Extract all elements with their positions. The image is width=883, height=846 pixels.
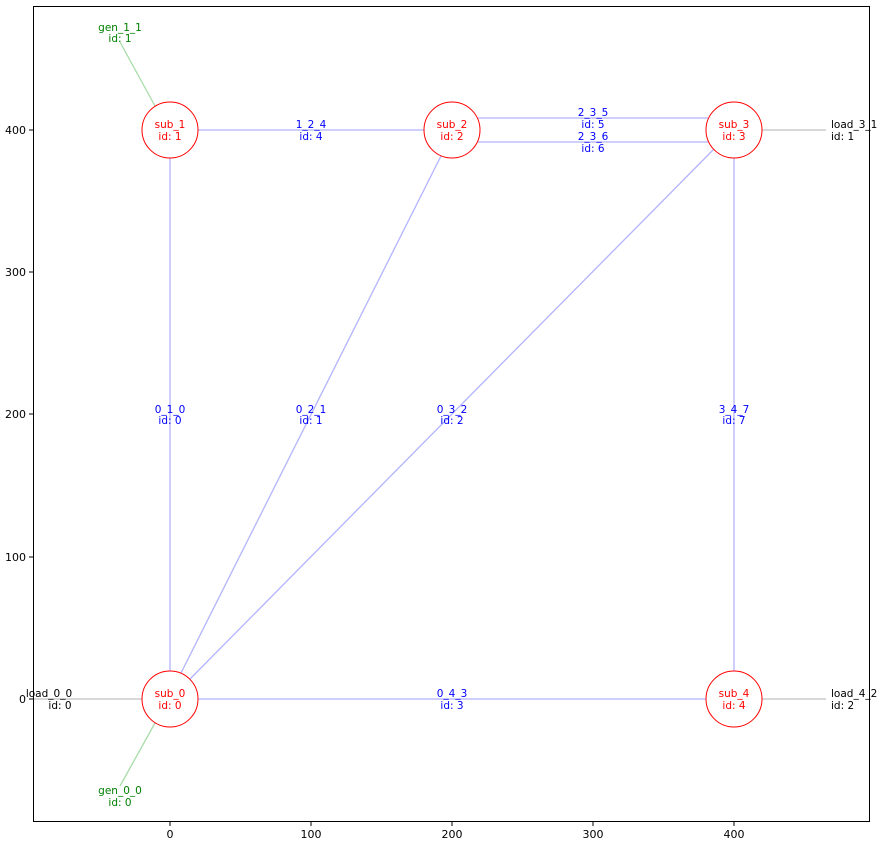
load-id: id: 0 [48, 700, 71, 712]
x-tick-label: 400 [724, 828, 745, 841]
y-tick-label: 400 [5, 124, 26, 137]
load-id: id: 1 [831, 131, 854, 143]
line-name: 0_1_0 [155, 404, 186, 416]
substation-name: sub_0 [155, 688, 186, 700]
substation-sub_4 [705, 670, 763, 728]
generator-name: gen_0_0 [98, 785, 142, 797]
y-axis: 0 100 200 300 400 [5, 124, 33, 706]
generator-name: gen_1_1 [98, 22, 142, 34]
substation-sub_0 [141, 670, 199, 728]
y-tick-label: 0 [19, 693, 26, 706]
plot-frame [33, 6, 870, 822]
substation-sub_1 [141, 101, 199, 159]
load-name: load_0_0 [26, 688, 72, 700]
line-name: 0_2_1 [296, 404, 327, 416]
line-name: 3_4_7 [719, 404, 750, 416]
substation-id: id: 2 [440, 131, 463, 143]
gen-connector-gen_1_1 [119, 41, 156, 107]
substation-sub_2 [423, 101, 481, 159]
generator-labels: gen_1_1 id: 1 gen_0_0 id: 0 [98, 22, 142, 809]
x-tick-label: 200 [442, 828, 463, 841]
y-tick-label: 200 [5, 408, 26, 421]
gen-connector-gen_0_0 [119, 722, 156, 787]
load-name: load_4_2 [831, 688, 877, 700]
y-tick-label: 100 [5, 551, 26, 564]
generator-id: id: 0 [108, 797, 131, 809]
substation-name: sub_2 [437, 119, 468, 131]
substation-id: id: 4 [722, 700, 745, 712]
substation-id: id: 0 [158, 700, 181, 712]
x-tick-label: 300 [583, 828, 604, 841]
line-0_2_1 [180, 155, 442, 674]
x-axis: 0 100 200 300 400 [167, 822, 745, 841]
line-0_3_2 [189, 148, 715, 680]
substation-id: id: 1 [158, 131, 181, 143]
line-id: id: 2 [440, 415, 463, 427]
substation-labels: sub_0 id: 0 sub_1 id: 1 sub_2 id: 2 sub_… [155, 119, 750, 712]
substation-name: sub_1 [155, 119, 186, 131]
line-id: id: 7 [722, 415, 745, 427]
substation-name: sub_4 [719, 688, 750, 700]
load-name: load_3_1 [831, 119, 877, 131]
line-labels: 0_1_0 id: 0 0_2_1 id: 1 0_3_2 id: 2 0_4_… [155, 107, 750, 712]
generator-id: id: 1 [108, 33, 131, 45]
y-tick-label: 300 [5, 266, 26, 279]
line-id: id: 3 [440, 700, 463, 712]
substations [141, 101, 763, 728]
line-name: 2_3_6 [578, 131, 609, 143]
line-id: id: 4 [299, 131, 322, 143]
substation-name: sub_3 [719, 119, 750, 131]
load-id: id: 2 [831, 700, 854, 712]
line-name: 0_4_3 [437, 688, 468, 700]
power-lines [169, 117, 735, 700]
line-name: 1_2_4 [296, 119, 327, 131]
x-tick-label: 100 [301, 828, 322, 841]
x-tick-label: 0 [167, 828, 174, 841]
line-id: id: 6 [581, 143, 604, 155]
load-connectors [34, 129, 826, 700]
line-id: id: 5 [581, 119, 604, 131]
line-name: 2_3_5 [578, 107, 609, 119]
line-id: id: 1 [299, 415, 322, 427]
substation-id: id: 3 [722, 131, 745, 143]
line-id: id: 0 [158, 415, 181, 427]
substation-sub_3 [705, 101, 763, 159]
load-labels: load_0_0 id: 0 load_3_1 id: 1 load_4_2 i… [26, 119, 877, 712]
line-name: 0_3_2 [437, 404, 468, 416]
generator-connectors [119, 41, 156, 787]
